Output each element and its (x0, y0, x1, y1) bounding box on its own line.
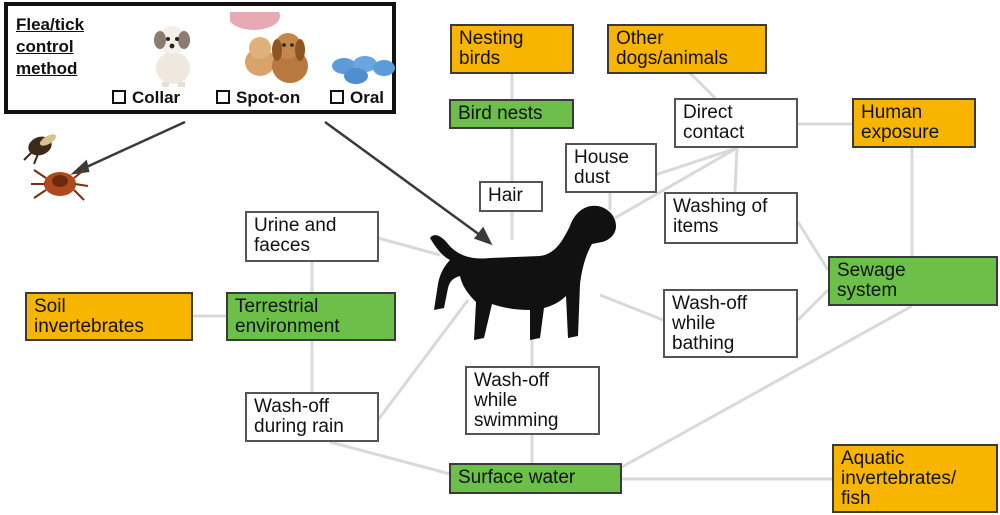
line-direct-dust (654, 146, 738, 177)
arrowhead-dog (473, 226, 493, 246)
spot-on-checkbox[interactable] (216, 90, 230, 104)
option-spot-on[interactable]: Spot-on (216, 88, 300, 108)
line-washing-sewage (796, 221, 830, 271)
option-collar[interactable]: Collar (112, 88, 180, 108)
line-otherdogs-direct (688, 71, 717, 100)
arrow-to-dog (324, 120, 485, 240)
option-oral[interactable]: Oral (330, 88, 384, 108)
node-hair: Hair (479, 181, 543, 212)
oral-tablets-icon (332, 56, 395, 84)
line-bathing-sewage (796, 288, 830, 322)
flea-tick-icon (23, 134, 89, 201)
collar-dog-icon (154, 26, 190, 87)
line-sewage-surface (619, 304, 913, 470)
line-dog-bathing (599, 293, 664, 322)
legend-title: Flea/tick control method (16, 15, 85, 78)
spot-on-dogs-icon (230, 12, 308, 83)
line-direct-washing (733, 147, 739, 193)
oral-checkbox[interactable] (330, 90, 344, 104)
line-urine-dog (377, 236, 441, 257)
line-direct-dog (614, 146, 738, 220)
treatment-legend: Flea/tick control method Collar Spot-on … (4, 2, 396, 114)
line-dog-rain (376, 299, 470, 421)
dog-silhouette-icon (430, 205, 616, 340)
collar-checkbox[interactable] (112, 90, 126, 104)
arrow-to-pests (79, 120, 186, 172)
node-bird-nests: Bird nests (449, 99, 574, 129)
line-rain-surface (329, 440, 451, 476)
node-surface-water: Surface water (449, 463, 622, 494)
